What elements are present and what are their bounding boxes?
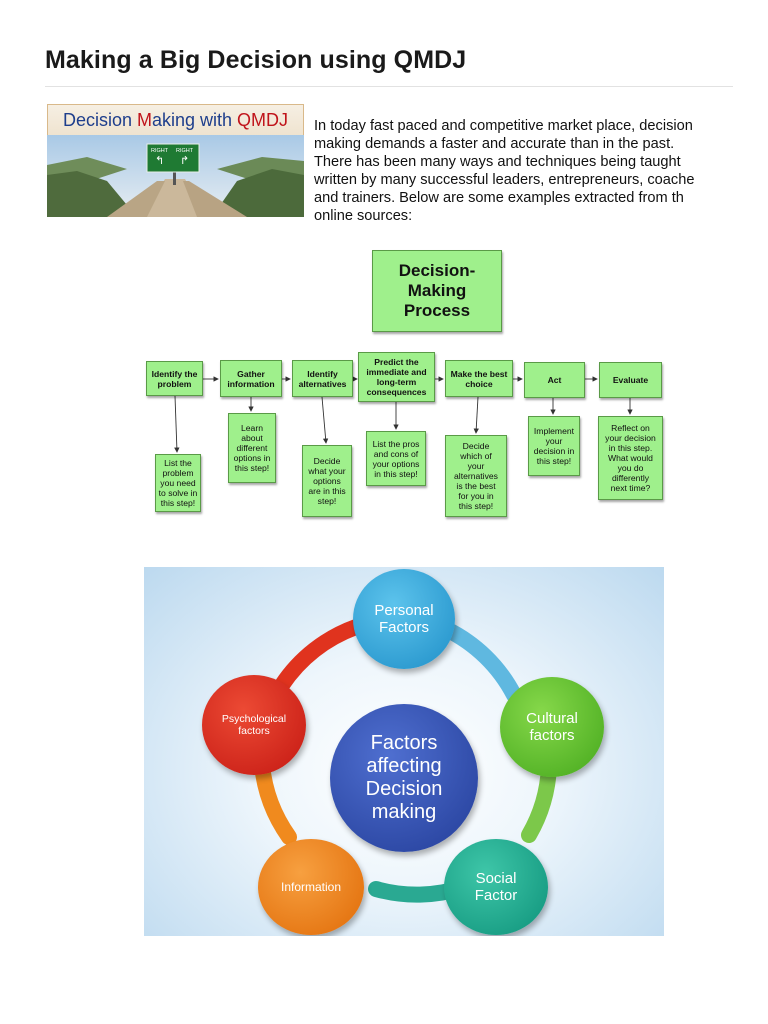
step-act: Act bbox=[524, 362, 585, 398]
turn-right-arrow-icon: ↱ bbox=[180, 155, 190, 167]
step-make-best-choice: Make the best choice bbox=[445, 360, 513, 397]
sign-text-left: RIGHT bbox=[151, 148, 169, 154]
center-factors-circle: Factors affecting Decision making bbox=[330, 704, 478, 852]
detail-evaluate: Reflect on your decision in this step. W… bbox=[598, 416, 663, 500]
step-identify-alternatives: Identify alternatives bbox=[292, 360, 353, 397]
step-evaluate: Evaluate bbox=[599, 362, 662, 398]
detail-make-best-choice: Decide which of your alternatives is the… bbox=[445, 435, 507, 517]
detail-gather-information: Learn about different options in this st… bbox=[228, 413, 276, 483]
sign-text-right: RIGHT bbox=[176, 148, 194, 154]
cultural-factors-node: Cultural factors bbox=[500, 677, 604, 777]
detail-predict-consequences: List the pros and cons of your options i… bbox=[366, 431, 426, 486]
banner-image: Decision Making with QMDJ RIGHT RIGHT ↰ … bbox=[47, 104, 304, 217]
step-identify-problem: Identify the problem bbox=[146, 361, 203, 396]
crossroads-scene bbox=[47, 135, 304, 217]
banner-title-part4: QMDJ bbox=[237, 110, 289, 130]
flowchart-title-box: Decision- Making Process bbox=[372, 250, 502, 332]
information-node: Information bbox=[258, 839, 364, 935]
detail-act: Implement your decision in this step! bbox=[528, 416, 580, 476]
page-title: Making a Big Decision using QMDJ bbox=[45, 46, 467, 74]
turn-left-arrow-icon: ↰ bbox=[155, 155, 165, 167]
social-factor-node: Social Factor bbox=[444, 839, 548, 935]
banner-title-part2: M bbox=[136, 110, 152, 130]
detail-identify-alternatives: Decide what your options are in this ste… bbox=[302, 445, 352, 517]
personal-factors-node: Personal Factors bbox=[353, 569, 455, 669]
title-divider bbox=[45, 86, 733, 87]
detail-identify-problem: List the problem you need to solve in th… bbox=[155, 454, 201, 512]
step-gather-information: Gather information bbox=[220, 360, 282, 397]
flowchart-connectors bbox=[174, 376, 633, 453]
banner-title-part3: aking with bbox=[151, 110, 238, 130]
decision-factors-diagram: Factors affecting Decision making Person… bbox=[144, 567, 664, 936]
step-predict-consequences: Predict the immediate and long-term cons… bbox=[358, 352, 435, 402]
banner-title-part1: Decision bbox=[62, 110, 137, 130]
psychological-factors-node: Psychological factors bbox=[202, 675, 306, 775]
intro-paragraph: In today fast paced and competitive mark… bbox=[314, 118, 695, 224]
